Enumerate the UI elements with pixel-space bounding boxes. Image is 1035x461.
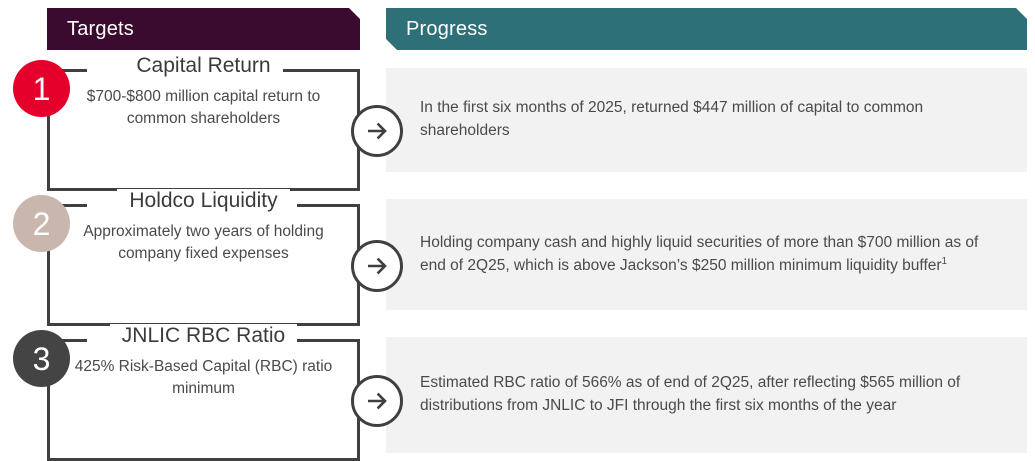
frame-top-right-segment — [290, 339, 360, 342]
progress-text-2: Holding company cash and highly liquid s… — [386, 232, 1027, 278]
step-number-badge-1: 1 — [13, 60, 70, 117]
frame-top-right-segment — [297, 204, 360, 207]
frame-top-gap — [87, 339, 290, 342]
frame-top-left-segment — [47, 339, 87, 342]
step-number-badge-1-label: 1 — [32, 70, 51, 107]
frame-top-right-segment — [272, 69, 360, 72]
arrow-right-circle-icon-1 — [351, 105, 403, 157]
progress-text-1: In the first six months of 2025, returne… — [386, 97, 1027, 143]
step-number-badge-3-label: 3 — [32, 340, 51, 377]
target-frame-2: Holdco Liquidity Approximately two years… — [47, 189, 360, 326]
frame-top-gap — [87, 204, 297, 207]
target-frame-1: Capital Return $700-$800 million capital… — [47, 54, 360, 191]
progress-text-3-body: Estimated RBC ratio of 566% as of end of… — [420, 374, 961, 414]
progress-text-3: Estimated RBC ratio of 566% as of end of… — [386, 372, 1027, 418]
step-number-badge-2: 2 — [13, 195, 70, 252]
frame-top-left-segment — [47, 69, 87, 72]
target-description-2: Approximately two years of holding compa… — [83, 223, 324, 262]
target-frame-3-top-border — [47, 339, 360, 342]
target-description-1: $700-$800 million capital return to comm… — [86, 88, 321, 127]
progress-panel-1: In the first six months of 2025, returne… — [386, 68, 1027, 172]
step-number-badge-3: 3 — [13, 330, 70, 387]
progress-column-header: Progress — [386, 8, 1027, 50]
progress-text-2-body: Holding company cash and highly liquid s… — [420, 233, 979, 274]
step-number-badge-2-label: 2 — [32, 205, 51, 242]
targets-column-header-label: Targets — [67, 18, 134, 40]
arrow-right-circle-icon-3 — [351, 375, 403, 427]
arrow-right-circle-icon-2 — [351, 240, 403, 292]
progress-panel-3: Estimated RBC ratio of 566% as of end of… — [386, 337, 1027, 453]
progress-column-header-label: Progress — [406, 18, 488, 40]
target-frame-1-top-border — [47, 69, 360, 72]
target-description-3: 425% Risk-Based Capital (RBC) ratio mini… — [74, 358, 333, 397]
frame-top-left-segment — [47, 204, 87, 207]
frame-top-gap — [87, 69, 272, 72]
targets-column-header: Targets — [47, 8, 360, 50]
progress-text-1-body: In the first six months of 2025, returne… — [420, 99, 924, 139]
target-frame-2-top-border — [47, 204, 360, 207]
progress-panel-2: Holding company cash and highly liquid s… — [386, 199, 1027, 310]
footnote-marker-2: 1 — [941, 255, 948, 267]
target-frame-3: JNLIC RBC Ratio 425% Risk-Based Capital … — [47, 324, 360, 461]
